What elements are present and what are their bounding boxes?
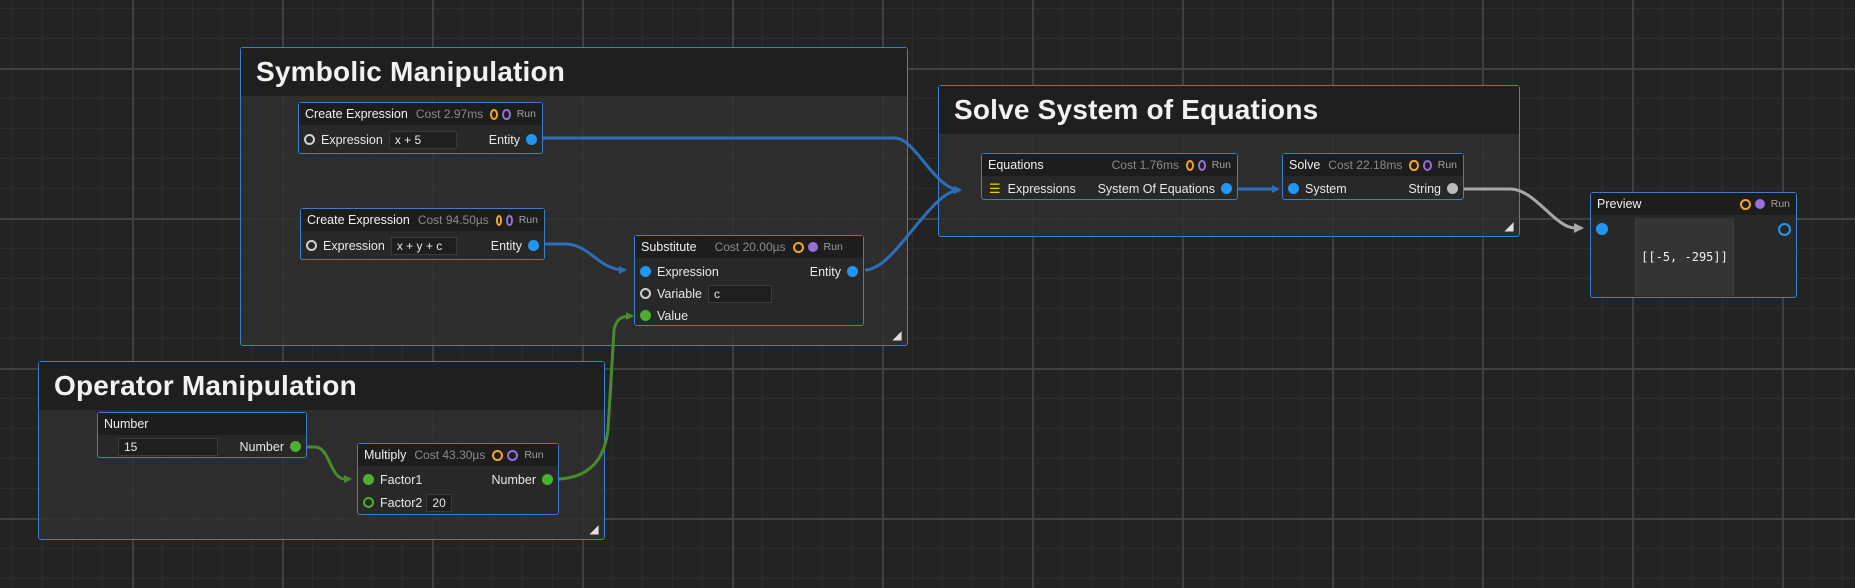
node-title: Substitute [641, 240, 697, 254]
port-label: Expression [657, 264, 719, 279]
node-preview[interactable]: Preview Run [[-5, -295]] [1590, 192, 1797, 298]
node-title: Create Expression [307, 213, 410, 227]
run-button[interactable]: Run [1770, 198, 1790, 210]
node-title: Multiply [364, 448, 407, 462]
input-port-icon[interactable] [306, 240, 317, 251]
run-indicator-icon[interactable] [506, 214, 513, 226]
run-button[interactable]: Run [516, 108, 536, 120]
input-port-icon[interactable] [640, 288, 651, 299]
port-label: Expression [323, 238, 385, 253]
node-title: Solve [1289, 158, 1321, 172]
node-title: Create Expression [305, 107, 408, 121]
node-header: Number [98, 413, 306, 435]
port-label: Factor2 [380, 495, 423, 510]
run-indicator-icon[interactable] [1422, 159, 1432, 171]
node-substitute[interactable]: Substitute Cost 20.00µs Run Expression E… [634, 235, 864, 326]
cost-indicator-icon [490, 108, 499, 120]
output-port-icon[interactable] [526, 134, 537, 145]
port-label: Entity [488, 132, 520, 147]
variable-input[interactable]: c [707, 284, 772, 303]
node-solve[interactable]: Solve Cost 22.18ms Run System String [1282, 153, 1464, 200]
run-button[interactable]: Run [1211, 159, 1231, 171]
run-button[interactable]: Run [518, 214, 538, 226]
input-port-icon[interactable] [1288, 183, 1299, 194]
number-input[interactable]: 15 [118, 437, 218, 456]
input-port-icon[interactable] [1596, 223, 1608, 235]
node-header: Multiply Cost 43.30µs Run [358, 444, 558, 466]
list-port-icon[interactable]: ☰ [989, 180, 1001, 196]
run-button[interactable]: Run [524, 449, 544, 461]
node-header: Create Expression Cost 2.97ms Run [299, 103, 542, 125]
input-port-icon[interactable] [363, 497, 374, 508]
group-title: Symbolic Manipulation [241, 48, 907, 96]
resize-handle-icon[interactable]: ◢ [589, 522, 599, 536]
node-cost: Cost 22.18ms [1328, 158, 1403, 172]
input-port-icon[interactable] [640, 266, 651, 277]
node-cost: Cost 94.50µs [417, 213, 489, 227]
node-header: Preview Run [1591, 193, 1796, 215]
group-title: Solve System of Equations [939, 86, 1519, 134]
output-port-icon[interactable] [542, 474, 553, 485]
node-cost: Cost 1.76ms [1111, 158, 1179, 172]
node-cost: Cost 20.00µs [714, 240, 786, 254]
expression-input[interactable]: x + y + c [390, 236, 457, 255]
node-title: Equations [988, 158, 1044, 172]
port-label: System [1305, 181, 1347, 196]
node-number[interactable]: Number 15 Number [97, 412, 307, 458]
output-port-icon[interactable] [528, 240, 539, 251]
run-indicator-icon[interactable] [807, 242, 818, 252]
node-header: Solve Cost 22.18ms Run [1283, 154, 1463, 176]
run-indicator-icon[interactable] [502, 108, 511, 120]
node-multiply[interactable]: Multiply Cost 43.30µs Run Factor1 Number… [357, 443, 559, 515]
port-label: Factor1 [380, 472, 423, 487]
port-label: String [1408, 181, 1441, 196]
output-port-icon[interactable] [1221, 183, 1232, 194]
input-port-icon[interactable] [363, 474, 374, 485]
run-indicator-icon[interactable] [1197, 159, 1206, 171]
factor2-input[interactable]: 20 [426, 493, 453, 512]
port-label: Value [657, 308, 689, 323]
cost-indicator-icon [492, 449, 504, 461]
cost-indicator-icon [495, 214, 503, 226]
port-label: System Of Equations [1097, 181, 1215, 196]
node-title: Preview [1597, 197, 1642, 211]
resize-handle-icon[interactable]: ◢ [892, 328, 902, 342]
output-port-icon[interactable] [1447, 183, 1458, 194]
run-indicator-icon[interactable] [1754, 199, 1765, 209]
port-label: Expressions [1007, 181, 1076, 196]
input-port-icon[interactable] [640, 310, 651, 321]
port-label: Number [491, 472, 536, 487]
output-port-icon[interactable] [290, 441, 301, 452]
node-cost: Cost 43.30µs [414, 448, 486, 462]
cost-indicator-icon [1739, 198, 1751, 210]
group-symbolic-manipulation[interactable]: Symbolic Manipulation ◢ [240, 47, 908, 346]
port-label: Entity [809, 264, 841, 279]
port-label: Number [239, 439, 284, 454]
cost-indicator-icon [1409, 159, 1419, 171]
preview-output: [[-5, -295]] [1635, 218, 1734, 296]
node-cost: Cost 2.97ms [415, 107, 484, 121]
node-create-expression-2[interactable]: Create Expression Cost 94.50µs Run Expre… [300, 208, 545, 260]
node-equations[interactable]: Equations Cost 1.76ms Run ☰ Expressions … [981, 153, 1238, 200]
node-title: Number [104, 417, 149, 431]
node-header: Equations Cost 1.76ms Run [982, 154, 1237, 176]
node-create-expression-1[interactable]: Create Expression Cost 2.97ms Run Expres… [298, 102, 543, 154]
cost-indicator-icon [1185, 159, 1194, 171]
run-button[interactable]: Run [1437, 159, 1457, 171]
port-label: Expression [321, 132, 383, 147]
resize-handle-icon[interactable]: ◢ [1504, 219, 1514, 233]
expression-input[interactable]: x + 5 [388, 130, 457, 149]
input-port-icon[interactable] [304, 134, 315, 145]
preview-value: [[-5, -295]] [1641, 250, 1728, 264]
run-indicator-icon[interactable] [507, 449, 519, 461]
node-header: Substitute Cost 20.00µs Run [635, 236, 863, 258]
run-button[interactable]: Run [823, 241, 843, 253]
output-port-icon[interactable] [847, 266, 858, 277]
output-port-icon[interactable] [1778, 223, 1791, 236]
cost-indicator-icon [792, 241, 804, 253]
port-label: Entity [490, 238, 522, 253]
group-title: Operator Manipulation [39, 362, 604, 410]
port-label: Variable [657, 286, 702, 301]
node-header: Create Expression Cost 94.50µs Run [301, 209, 544, 231]
